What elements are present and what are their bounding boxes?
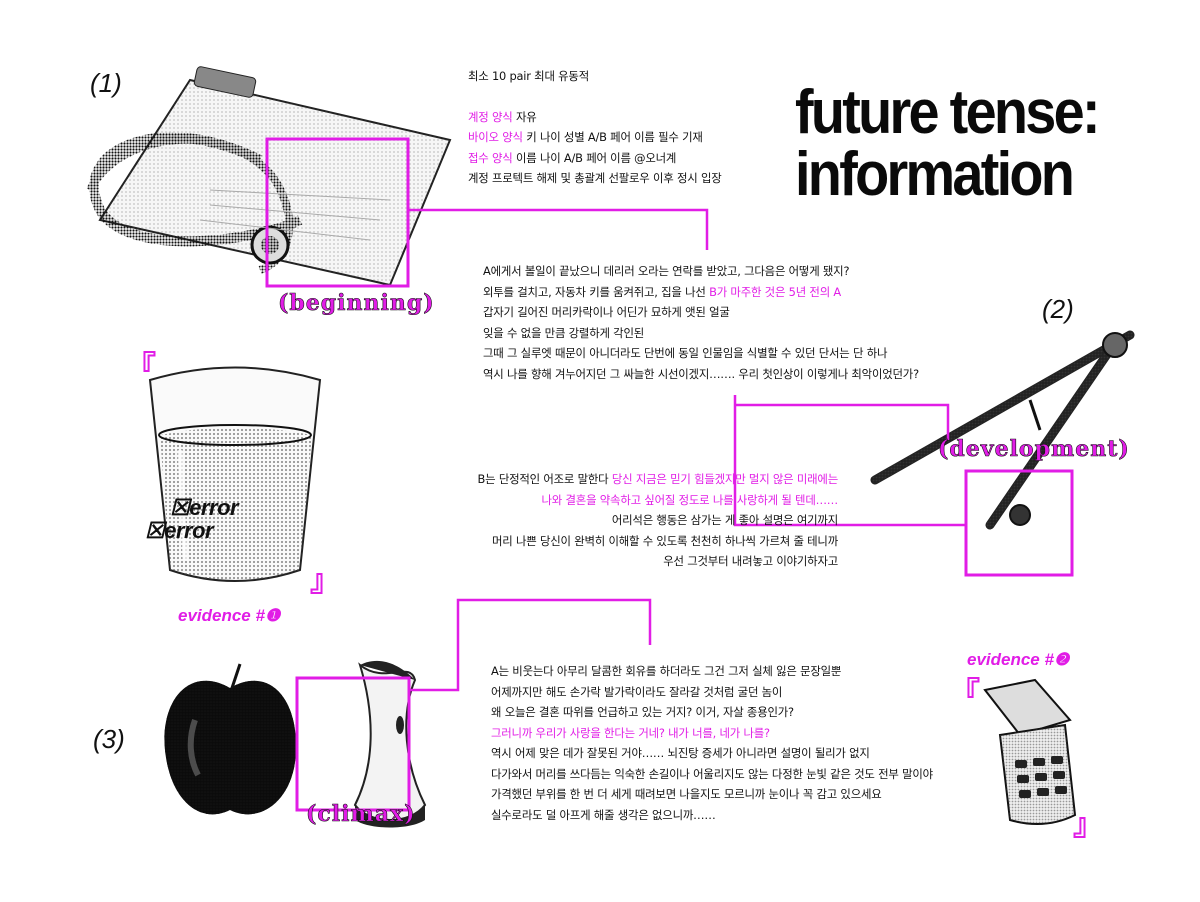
beginning-line-6: 역시 나를 향해 겨누어지던 그 싸늘한 시선이겠지……. 우리 첫인상이 이렇… bbox=[483, 366, 919, 381]
apple-image bbox=[164, 663, 297, 815]
error-tag-2: ☒error bbox=[145, 518, 214, 543]
beginning-line-4: 잊을 수 없을 만큼 강렬하게 각인된 bbox=[483, 325, 645, 340]
development-line-5: 우선 그것부터 내려놓고 이야기하자고 bbox=[663, 554, 838, 568]
development-line-4: 머리 나쁜 당신이 완벽히 이해할 수 있도록 천천히 하나씩 가르쳐 줄 테니… bbox=[491, 533, 838, 548]
beginning-label: (beginning) bbox=[278, 290, 435, 317]
beginning-line-3: 갑자기 길어진 머리카락이나 어딘가 묘하게 앳된 얼굴 bbox=[483, 305, 730, 319]
section-number-3: (3) bbox=[93, 724, 125, 754]
section-number-2: (2) bbox=[1042, 294, 1074, 324]
beginning-line-5: 그때 그 실루엣 때문이 아니더라도 단번에 동일 인물임을 식별할 수 있던 … bbox=[483, 346, 888, 360]
climax-label: (climax) bbox=[306, 801, 416, 828]
climax-line-7: 가격했던 부위를 한 번 더 세게 때려보면 나을지도 모르니까 눈이나 꼭 감… bbox=[491, 787, 882, 801]
info-line-5: 계정 프로텍트 해제 및 총괄계 선팔로우 이후 정시 입장 bbox=[468, 171, 722, 185]
development-label: (development) bbox=[938, 436, 1130, 463]
title-line-2: information bbox=[795, 140, 1075, 209]
water-glass-image bbox=[148, 366, 322, 582]
climax-line-5: 역시 어제 맞은 데가 잘못된 거야…… 뇌진탕 증세가 아니라면 설명이 될리… bbox=[491, 746, 870, 760]
evidence-1-label: evidence #❶ bbox=[178, 606, 281, 625]
clipboard-stethoscope-image bbox=[86, 66, 452, 287]
climax-line-3: 왜 오늘은 결혼 따위를 언급하고 있는 거지? 이거, 자살 종용인가? bbox=[491, 705, 794, 719]
close-bracket-phone: 』 bbox=[1073, 808, 1103, 843]
section-number-1: (1) bbox=[90, 68, 122, 98]
evidence-2-label: evidence #❷ bbox=[967, 650, 1070, 669]
close-bracket-glass: 』 bbox=[310, 564, 340, 599]
development-line-1: B는 단정적인 어조로 말한다 당신 지금은 믿기 힘들겠지만 멀지 않은 미래… bbox=[477, 472, 839, 486]
climax-line-8: 실수로라도 덜 아프게 해줄 생각은 없으니까…… bbox=[491, 807, 716, 822]
flip-phone-image bbox=[983, 678, 1077, 825]
page-title: future tense: information bbox=[795, 78, 1101, 209]
open-bracket-phone: 『 bbox=[950, 676, 980, 711]
info-line-account: 계정 양식 자유 bbox=[468, 109, 537, 124]
climax-line-6: 다가와서 머리를 쓰다듬는 익숙한 손길이나 어울리지도 않는 다정한 눈빛 같… bbox=[491, 766, 933, 781]
climax-line-2: 어제까지만 해도 손가락 발가락이라도 잘라갈 것처럼 굴던 놈이 bbox=[491, 684, 783, 699]
error-tag-1: ☒error bbox=[170, 495, 239, 520]
climax-line-4: 그러니까 우리가 사랑을 한다는 거네? 내가 너를, 네가 나를? bbox=[491, 725, 770, 740]
info-line-apply: 접수 양식 이름 나이 A/B 페어 이름 @오너계 bbox=[468, 150, 677, 165]
climax-text: A는 비웃는다 아무리 달콤한 회유를 하더라도 그건 그저 실체 잃은 문장일… bbox=[491, 661, 933, 825]
development-line-2: 나와 결혼을 약속하고 싶어질 정도로 나를 사랑하게 될 텐데…… bbox=[541, 492, 839, 507]
title-line-1: future tense: bbox=[795, 78, 1101, 147]
beginning-text: A에게서 볼일이 끝났으니 데리러 오라는 연락를 받았고, 그다음은 어떻게 … bbox=[483, 261, 919, 384]
beginning-line-1: A에게서 볼일이 끝났으니 데리러 오라는 연락를 받았고, 그다음은 어떻게 … bbox=[483, 264, 850, 278]
info-block: 최소 10 pair 최대 유동적 계정 양식 자유 바이오 양식 키 나이 성… bbox=[468, 66, 722, 189]
climax-line-1: A는 비웃는다 아무리 달콤한 회유를 하더라도 그건 그저 실체 잃은 문장일… bbox=[491, 664, 842, 678]
development-line-3: 어리석은 행동은 삼가는 게 좋아 설명은 여기까지 bbox=[611, 513, 838, 527]
beginning-line-2: 외투를 걸치고, 자동차 키를 움켜쥐고, 집을 나선 B가 마주한 것은 5년… bbox=[483, 284, 841, 299]
info-line-bio: 바이오 양식 키 나이 성별 A/B 페어 이름 필수 기재 bbox=[468, 130, 703, 144]
compass-image bbox=[870, 330, 1135, 530]
info-line-1: 최소 10 pair 최대 유동적 bbox=[468, 69, 589, 83]
development-text: B는 단정적인 어조로 말한다 당신 지금은 믿기 힘들겠지만 멀지 않은 미래… bbox=[448, 469, 839, 572]
